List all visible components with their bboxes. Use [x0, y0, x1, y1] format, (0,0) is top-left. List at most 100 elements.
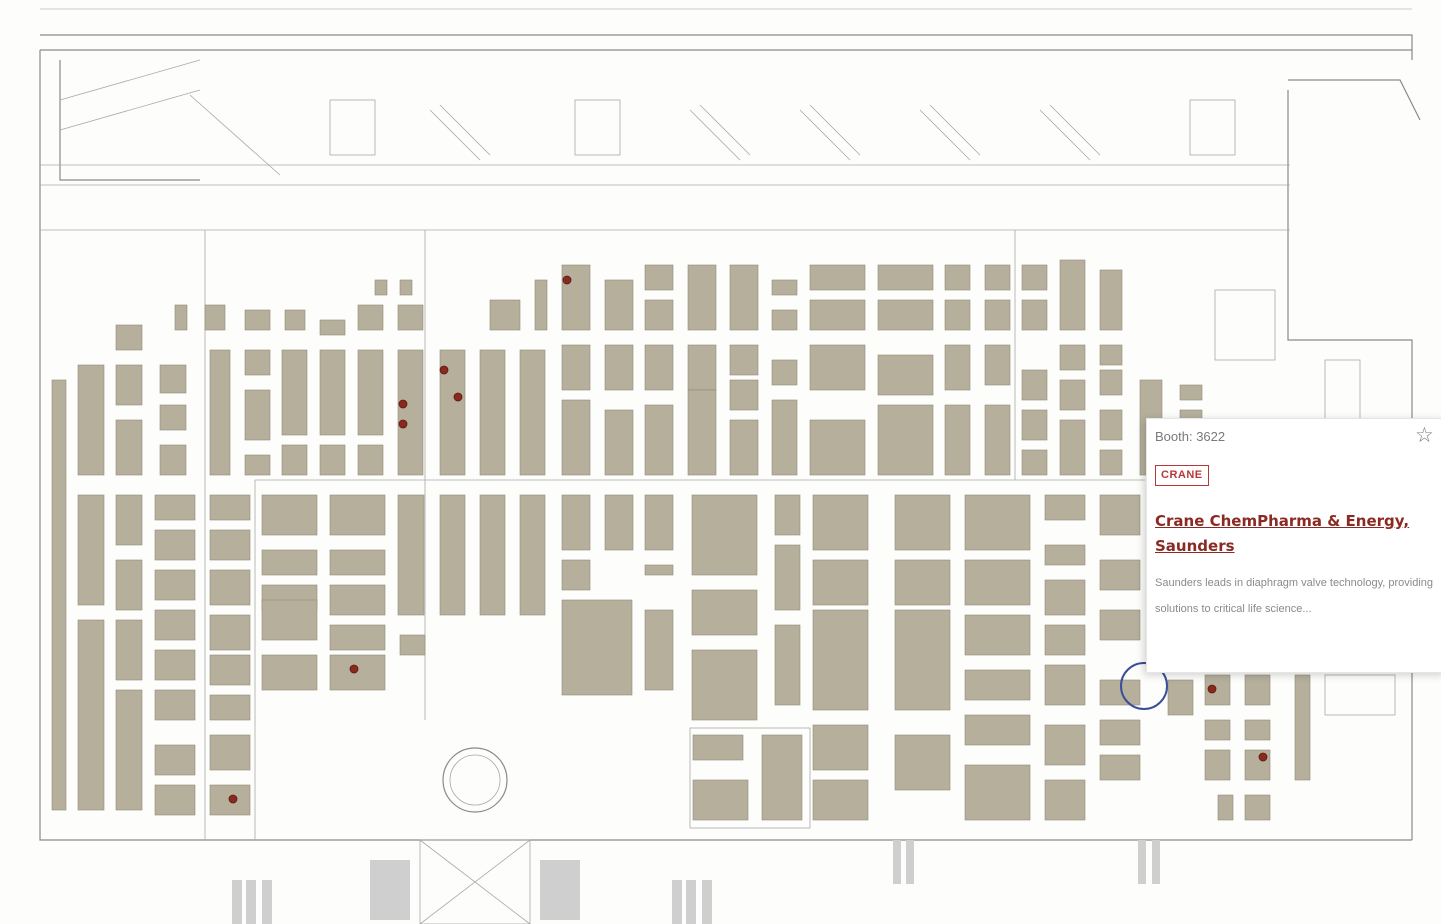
booth[interactable]: [604, 494, 634, 551]
booth[interactable]: [894, 609, 951, 711]
booth[interactable]: [174, 304, 188, 331]
booth[interactable]: [1044, 624, 1086, 656]
booth[interactable]: [964, 764, 1031, 821]
booth[interactable]: [561, 599, 633, 696]
booth[interactable]: [1244, 794, 1271, 821]
booth[interactable]: [209, 614, 251, 651]
booth[interactable]: [1167, 679, 1194, 716]
booth[interactable]: [357, 304, 384, 331]
booth[interactable]: [489, 299, 521, 331]
booth[interactable]: [77, 494, 105, 606]
booth[interactable]: [604, 279, 634, 331]
booth[interactable]: [644, 344, 674, 391]
booth[interactable]: [115, 619, 143, 681]
booth[interactable]: [812, 779, 869, 821]
booth[interactable]: [397, 349, 424, 476]
booth[interactable]: [561, 559, 591, 591]
booth[interactable]: [771, 359, 798, 386]
booth[interactable]: [561, 494, 591, 551]
booth[interactable]: [154, 744, 196, 776]
booth-layer[interactable]: [51, 259, 1311, 821]
booth[interactable]: [154, 569, 196, 601]
booth[interactable]: [984, 404, 1011, 476]
booth[interactable]: [1021, 264, 1048, 291]
booth[interactable]: [984, 264, 1011, 291]
booth[interactable]: [644, 404, 674, 476]
booth[interactable]: [77, 364, 105, 476]
booth[interactable]: [1099, 269, 1123, 331]
booth[interactable]: [1179, 384, 1203, 401]
booth[interactable]: [77, 619, 105, 811]
booth[interactable]: [329, 584, 386, 616]
booth[interactable]: [244, 349, 271, 376]
booth[interactable]: [115, 559, 143, 611]
booth[interactable]: [812, 609, 869, 711]
booth[interactable]: [244, 454, 271, 476]
booth[interactable]: [209, 569, 251, 606]
booth[interactable]: [687, 344, 717, 391]
booth[interactable]: [774, 624, 801, 706]
booth[interactable]: [439, 494, 466, 616]
booth[interactable]: [1021, 449, 1048, 476]
booth[interactable]: [1244, 674, 1271, 706]
booth[interactable]: [261, 494, 318, 536]
booth[interactable]: [691, 494, 758, 576]
exhibitor-pin[interactable]: [398, 419, 408, 429]
booth[interactable]: [209, 494, 251, 521]
booth[interactable]: [771, 309, 798, 331]
booth[interactable]: [154, 529, 196, 561]
booth[interactable]: [964, 494, 1031, 551]
booth[interactable]: [1204, 749, 1231, 781]
booth[interactable]: [319, 349, 346, 436]
booth[interactable]: [561, 399, 591, 476]
exhibitor-pin[interactable]: [1207, 684, 1217, 694]
booth[interactable]: [644, 494, 674, 551]
booth[interactable]: [877, 404, 934, 476]
booth[interactable]: [244, 309, 271, 331]
booth[interactable]: [692, 779, 749, 821]
booth[interactable]: [319, 444, 346, 476]
exhibitor-pin[interactable]: [562, 275, 572, 285]
booth[interactable]: [944, 299, 971, 331]
booth[interactable]: [1044, 724, 1086, 766]
highlight-pin-layer[interactable]: [228, 275, 1268, 804]
booth[interactable]: [209, 529, 251, 561]
booth[interactable]: [691, 589, 758, 636]
booth[interactable]: [1059, 379, 1086, 411]
booth[interactable]: [1021, 299, 1048, 331]
booth[interactable]: [692, 734, 744, 761]
booth[interactable]: [329, 654, 386, 691]
booth[interactable]: [1021, 409, 1048, 441]
booth[interactable]: [329, 494, 386, 536]
booth[interactable]: [154, 609, 196, 641]
booth[interactable]: [154, 649, 196, 681]
booth[interactable]: [479, 349, 506, 476]
booth[interactable]: [519, 494, 546, 616]
booth[interactable]: [1099, 559, 1141, 591]
company-name-link[interactable]: Crane ChemPharma & Energy, Saunders: [1155, 512, 1410, 555]
booth[interactable]: [204, 304, 226, 331]
booth[interactable]: [687, 389, 717, 476]
booth[interactable]: [561, 264, 591, 331]
booth[interactable]: [687, 264, 717, 331]
booth[interactable]: [244, 389, 271, 441]
booth[interactable]: [281, 444, 308, 476]
booth[interactable]: [1099, 409, 1123, 441]
booth[interactable]: [691, 649, 758, 721]
booth[interactable]: [329, 624, 386, 651]
booth[interactable]: [812, 559, 869, 606]
booth[interactable]: [894, 494, 951, 551]
booth[interactable]: [604, 409, 634, 476]
booth[interactable]: [534, 279, 548, 331]
booth[interactable]: [771, 279, 798, 296]
booth[interactable]: [812, 494, 869, 551]
exhibitor-pin[interactable]: [349, 664, 359, 674]
booth[interactable]: [115, 689, 143, 811]
booth[interactable]: [771, 399, 798, 476]
booth[interactable]: [1217, 794, 1234, 821]
booth[interactable]: [877, 299, 934, 331]
booth[interactable]: [115, 364, 143, 406]
booth[interactable]: [984, 299, 1011, 331]
booth[interactable]: [397, 304, 424, 331]
